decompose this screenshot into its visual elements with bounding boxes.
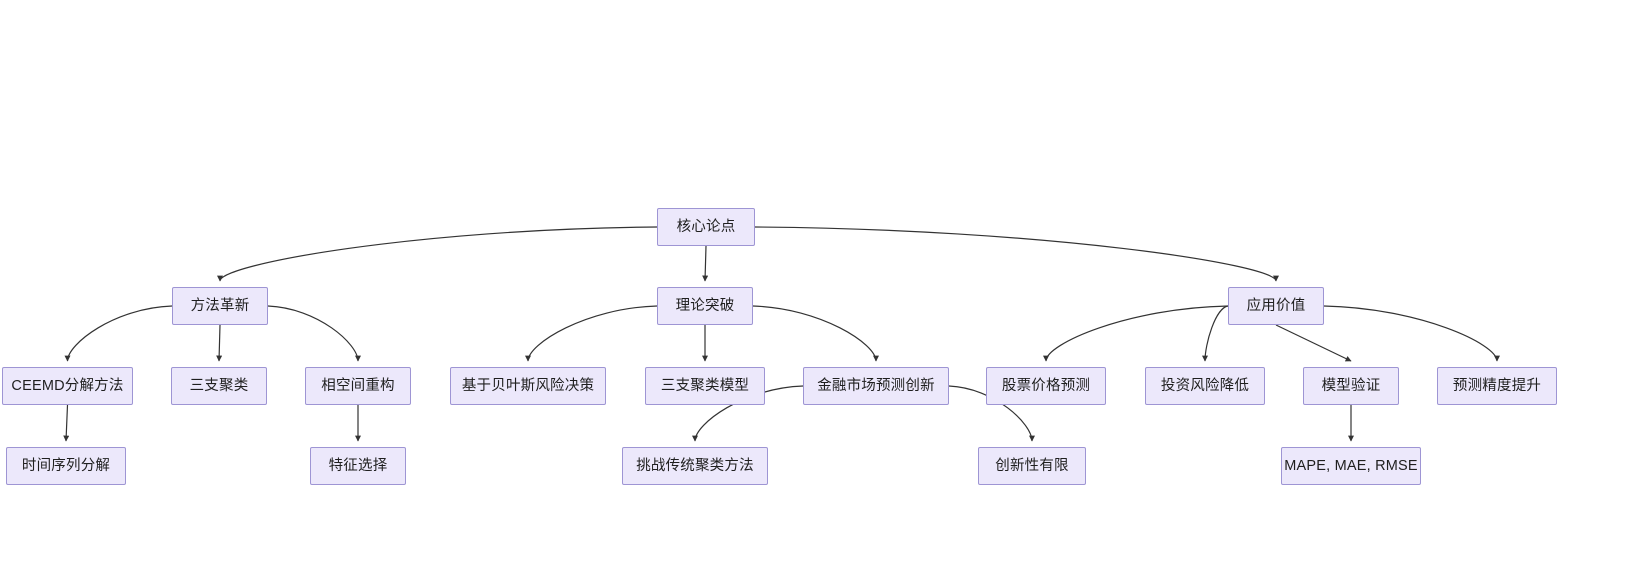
node-n9[interactable]: 金融市场预测创新 [803, 367, 949, 405]
node-label: 特征选择 [328, 457, 388, 474]
node-n17[interactable]: 创新性有限 [978, 447, 1086, 485]
edge-n2-to-n9 [752, 305, 879, 362]
node-label: 模型验证 [1321, 377, 1381, 394]
node-n5[interactable]: 三支聚类 [171, 367, 267, 405]
node-n13[interactable]: 预测精度提升 [1437, 367, 1557, 405]
edge-n0-to-n3 [754, 226, 1279, 282]
node-n18[interactable]: MAPE, MAE, RMSE [1281, 447, 1421, 485]
node-label: MAPE, MAE, RMSE [1284, 457, 1418, 474]
edge-n3-to-n13 [1323, 305, 1500, 362]
edge-n3-to-n11 [1202, 305, 1229, 362]
node-n6[interactable]: 相空间重构 [305, 367, 411, 405]
node-n3[interactable]: 应用价值 [1228, 287, 1324, 325]
edge-n0-to-n1 [217, 226, 658, 282]
edge-n2-to-n7 [525, 305, 658, 362]
node-label: 相空间重构 [321, 377, 395, 394]
node-label: 方法革新 [190, 297, 250, 314]
node-n2[interactable]: 理论突破 [657, 287, 753, 325]
edge-n0-to-n2 [702, 245, 709, 282]
node-label: 挑战传统聚类方法 [636, 457, 754, 474]
node-n4[interactable]: CEEMD分解方法 [2, 367, 133, 405]
node-label: 股票价格预测 [1001, 377, 1091, 394]
node-n10[interactable]: 股票价格预测 [986, 367, 1106, 405]
edge-n1-to-n4 [64, 305, 173, 362]
node-n8[interactable]: 三支聚类模型 [645, 367, 765, 405]
node-label: 投资风险降低 [1160, 377, 1250, 394]
node-n1[interactable]: 方法革新 [172, 287, 268, 325]
node-n14[interactable]: 时间序列分解 [6, 447, 126, 485]
edge-n1-to-n6 [267, 305, 361, 362]
edge-n3-to-n12 [1275, 324, 1352, 362]
edge-group [63, 226, 1500, 442]
node-label: 时间序列分解 [21, 457, 111, 474]
node-n7[interactable]: 基于贝叶斯风险决策 [450, 367, 606, 405]
node-n16[interactable]: 挑战传统聚类方法 [622, 447, 768, 485]
edge-n1-to-n5 [216, 324, 223, 362]
node-label: 基于贝叶斯风险决策 [461, 377, 595, 394]
node-label: 核心论点 [676, 218, 736, 235]
edge-n4-to-n14 [63, 404, 70, 442]
node-label: 三支聚类 [189, 377, 249, 394]
node-n11[interactable]: 投资风险降低 [1145, 367, 1265, 405]
node-label: 应用价值 [1246, 297, 1306, 314]
node-label: 理论突破 [675, 297, 735, 314]
node-n15[interactable]: 特征选择 [310, 447, 406, 485]
node-label: 预测精度提升 [1452, 377, 1542, 394]
node-label: 三支聚类模型 [660, 377, 750, 394]
node-label: CEEMD分解方法 [11, 377, 124, 394]
node-n0[interactable]: 核心论点 [657, 208, 755, 246]
edge-n3-to-n10 [1043, 305, 1229, 362]
node-label: 创新性有限 [995, 457, 1069, 474]
node-label: 金融市场预测创新 [817, 377, 935, 394]
node-n12[interactable]: 模型验证 [1303, 367, 1399, 405]
